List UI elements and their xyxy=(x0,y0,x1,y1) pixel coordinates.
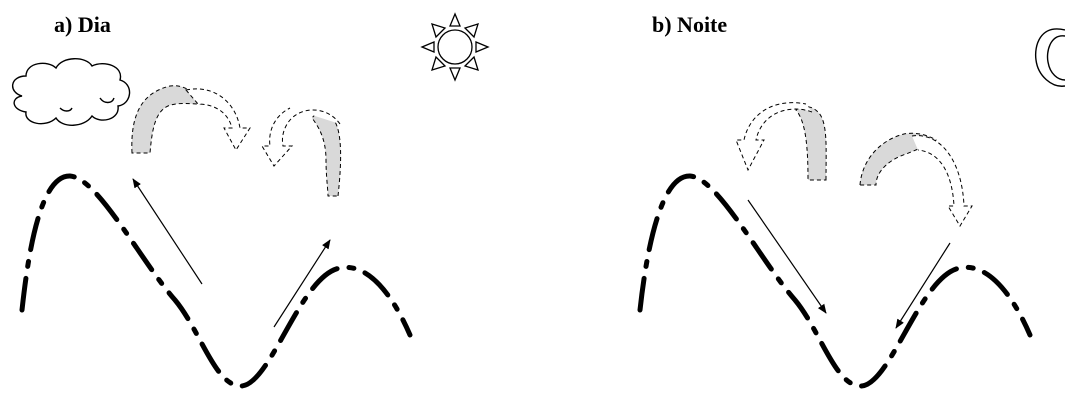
sun-icon xyxy=(422,14,488,80)
circulation-cell-left-night xyxy=(736,103,826,180)
upslope-wind-arrow-left xyxy=(133,179,202,284)
panel-night xyxy=(640,29,1065,386)
downslope-wind-arrow-right xyxy=(896,243,950,328)
cloud-icon xyxy=(13,59,130,126)
terrain-day xyxy=(22,176,410,386)
panel-day xyxy=(13,14,488,386)
circulation-cell-right xyxy=(262,108,341,196)
circulation-cell-left xyxy=(132,86,250,153)
circulation-cell-right-night xyxy=(860,133,972,226)
upslope-wind-arrow-right xyxy=(274,240,330,327)
moon-icon xyxy=(1036,29,1065,86)
